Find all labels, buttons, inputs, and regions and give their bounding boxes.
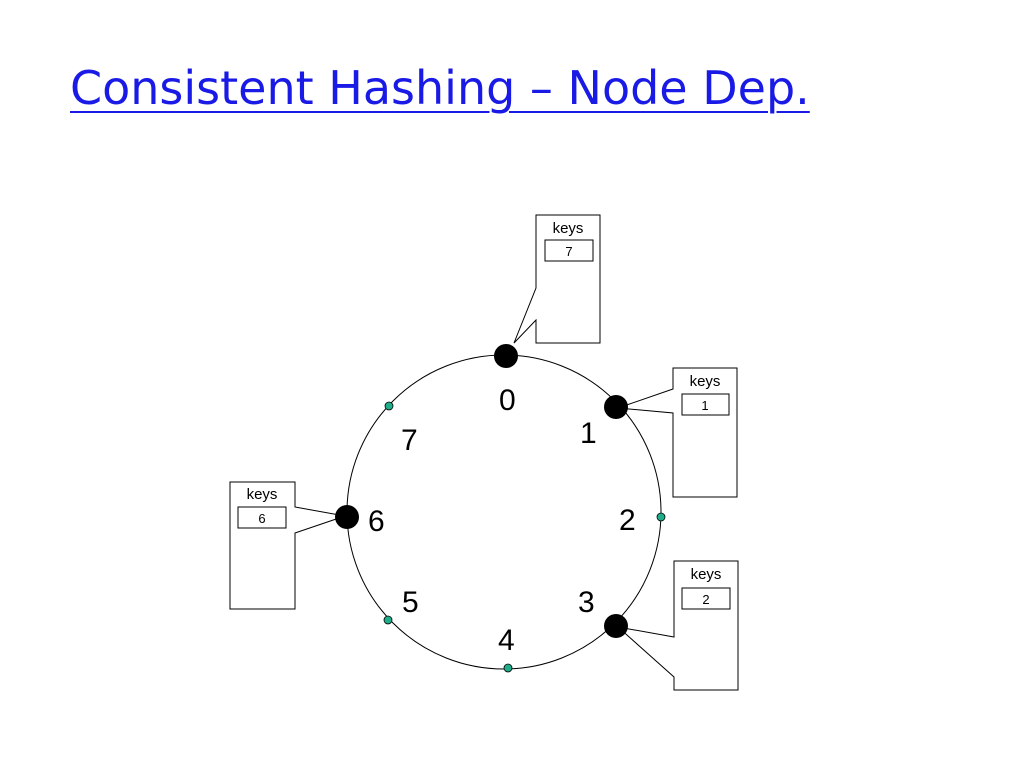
- node-dot-0: [494, 344, 518, 368]
- callout-node-0: keys 7: [513, 214, 601, 344]
- callout-node-0-label: keys: [553, 220, 584, 237]
- slot-dot-5: [383, 615, 393, 625]
- slot-dot-2: [656, 512, 666, 522]
- node-dot-1: [604, 395, 628, 419]
- callout-node-6-label: keys: [247, 486, 278, 503]
- callout-node-0-value: 7: [565, 244, 572, 259]
- position-label-3: 3: [578, 586, 595, 619]
- position-label-0: 0: [499, 384, 516, 417]
- position-label-7: 7: [401, 424, 418, 457]
- position-label-6: 6: [368, 505, 385, 538]
- callout-node-3-value: 2: [702, 592, 709, 607]
- position-label-2: 2: [619, 504, 636, 537]
- node-dot-6: [335, 505, 359, 529]
- callout-node-3: keys 2: [616, 560, 739, 691]
- callout-node-1: keys 1: [617, 367, 738, 498]
- callout-node-1-value-box: [681, 393, 730, 416]
- callout-node-0-value-box: [544, 239, 594, 262]
- callout-node-3-label: keys: [691, 566, 722, 583]
- slot-dot-4: [503, 663, 513, 673]
- position-label-5: 5: [402, 586, 419, 619]
- callout-node-6-value-box: [237, 506, 287, 529]
- callout-node-1-label: keys: [690, 373, 721, 390]
- callout-node-3-value-box: [681, 587, 731, 610]
- slide-title: Consistent Hashing – Node Dep.: [70, 61, 810, 115]
- callout-node-6-value: 6: [258, 511, 265, 526]
- slot-dot-7: [384, 401, 394, 411]
- node-dot-3: [604, 614, 628, 638]
- callout-node-6: keys 6: [229, 481, 347, 610]
- position-label-1: 1: [580, 417, 597, 450]
- position-label-4: 4: [498, 624, 515, 657]
- callout-node-1-value: 1: [701, 398, 708, 413]
